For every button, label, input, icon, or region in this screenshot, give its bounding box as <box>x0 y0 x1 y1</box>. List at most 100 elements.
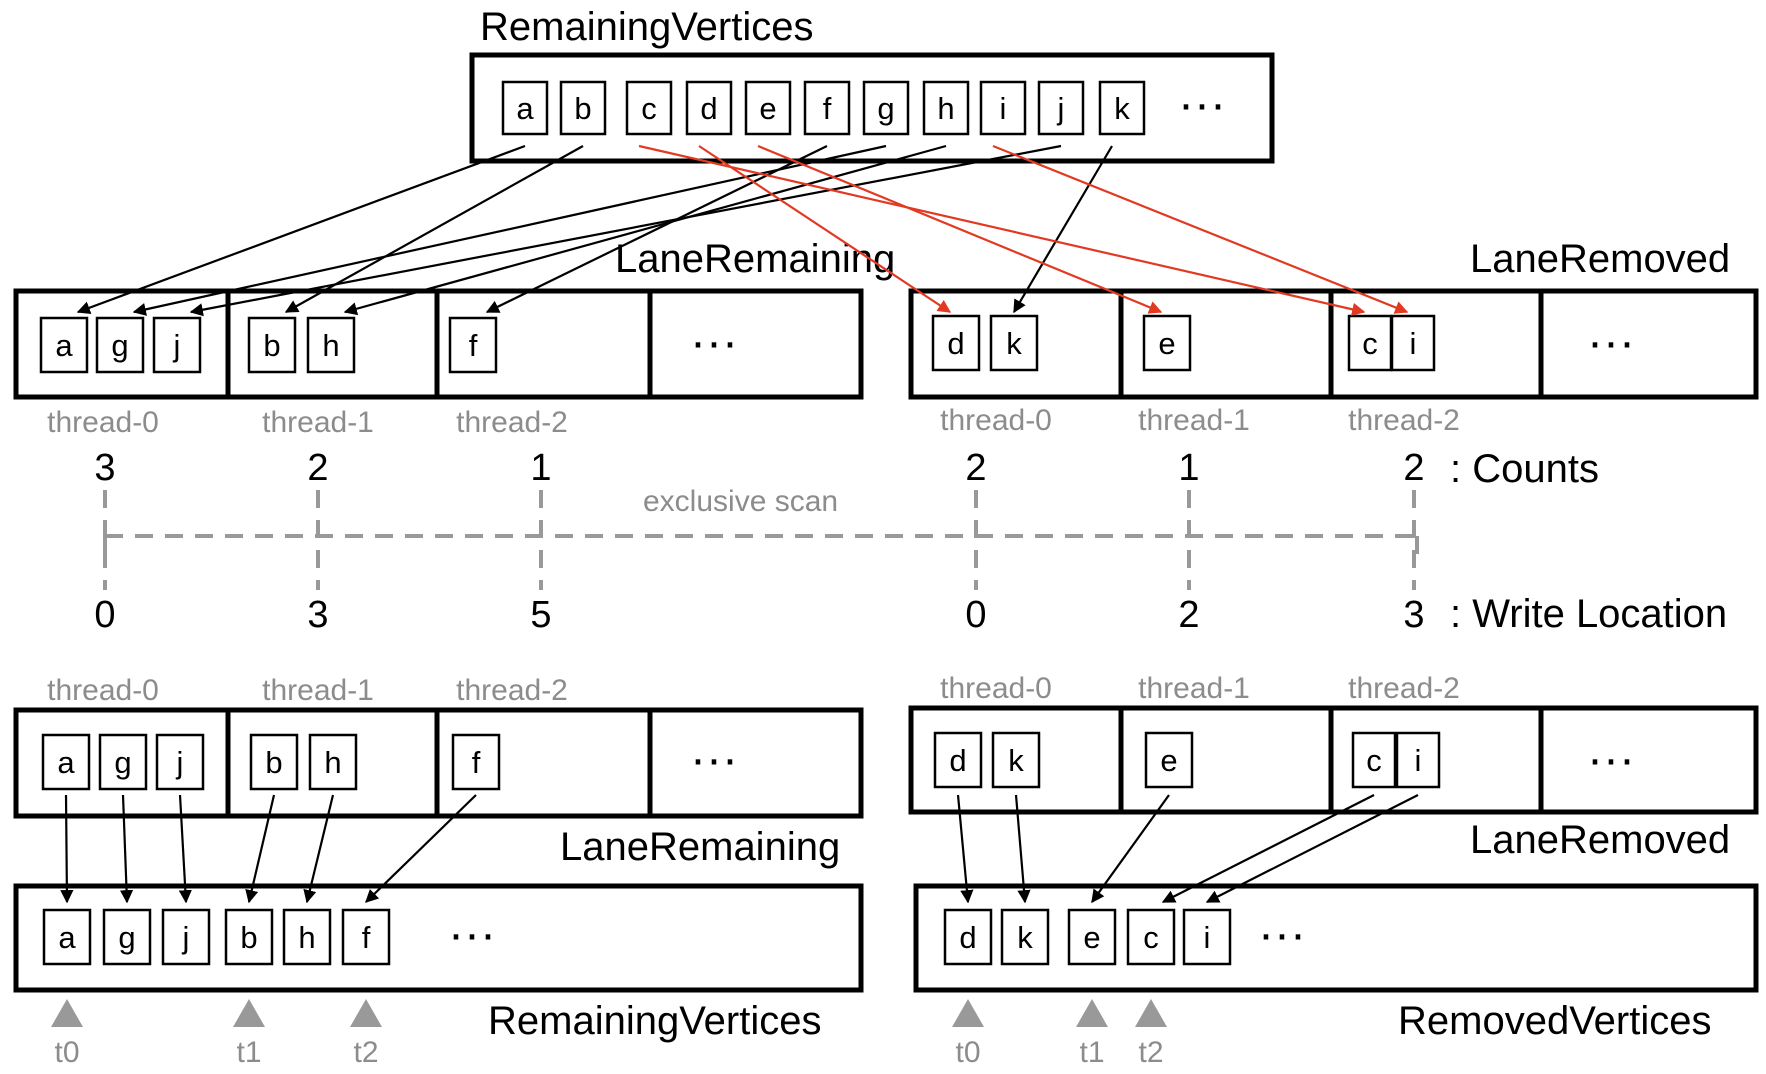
top-vertex-f <box>803 80 851 136</box>
removed-output-cell-e <box>1067 908 1117 966</box>
lane-remaining-bottom-cell-f-text: f <box>472 745 481 780</box>
lane-removed-bottom-cell-e <box>1144 731 1194 789</box>
arrow-top-remaining-a <box>76 144 526 315</box>
arrow-top-remaining-h <box>343 144 947 316</box>
arrow-bottom-remaining-f <box>365 794 477 903</box>
lane-remaining-bottom-thread-2: thread-2 <box>456 674 568 707</box>
container-frames <box>13 52 1759 993</box>
lane-removed-top-thread-1: thread-1 <box>1138 404 1250 437</box>
remaining-output-cell-f-text: f <box>362 920 371 955</box>
lane-remaining-bottom-cell-a <box>41 733 91 791</box>
top-vertex-b <box>559 80 607 136</box>
removed-marker-t2-triangle <box>1135 999 1167 1027</box>
remaining-output-ellipsis: ··· <box>448 908 496 961</box>
removed-output-cell-d <box>943 908 993 966</box>
top-vertex-i <box>979 80 1027 136</box>
removed-output-cell-k <box>1000 908 1050 966</box>
lane-removed-bottom-thread-1: thread-1 <box>1138 672 1250 705</box>
arrow-top-removed-e <box>757 144 1163 314</box>
lane-remaining-bottom-cell-g <box>98 733 148 791</box>
lane-remaining-bottom-cell-h-text: h <box>324 745 341 780</box>
top-vertex-k <box>1098 80 1146 136</box>
lane-remaining-top-thread-0: thread-0 <box>47 406 159 439</box>
remaining-write-location-2: 5 <box>530 594 551 636</box>
top-array-title: RemainingVertices <box>480 5 814 49</box>
top-vertex-i-text: i <box>1000 91 1007 126</box>
top-vertex-j <box>1037 80 1085 136</box>
remaining-write-location-1: 3 <box>307 594 328 636</box>
lane-remaining-top-cell-f-text: f <box>469 328 478 363</box>
remaining-output-cell-a-text: a <box>58 920 76 955</box>
removed-count-1: 1 <box>1178 447 1199 489</box>
remaining-output-cell-j <box>161 908 211 966</box>
removed-output-cell-e-text: e <box>1083 920 1100 955</box>
lane-remaining-top-cell-j <box>152 316 202 374</box>
lane-removed-top-cell-d <box>931 314 981 372</box>
arrow-bottom-removed-c <box>1161 794 1375 903</box>
top-vertex-h <box>922 80 970 136</box>
arrow-top-remaining-b <box>284 145 584 313</box>
lane-removed-top-cell-i <box>1390 314 1436 372</box>
lane-remaining-top-cell-a <box>39 316 89 374</box>
top-vertex-g-text: g <box>877 91 894 126</box>
arrow-top-remaining-f <box>485 145 828 313</box>
top-vertex-d <box>685 80 733 136</box>
remaining-output-cell-h-text: h <box>298 920 315 955</box>
lane-remaining-top-title: LaneRemaining <box>615 237 895 281</box>
arrow-bottom-removed-e <box>1091 794 1170 904</box>
arrow-bottom-removed-k <box>1014 794 1031 904</box>
top-vertex-k-text: k <box>1114 91 1130 126</box>
lane-remaining-bottom-cell-j-text: j <box>176 745 184 780</box>
lane-removed-top-thread-0: thread-0 <box>940 404 1052 437</box>
removed-output-ellipsis: ··· <box>1258 908 1306 961</box>
remaining-write-location-0: 0 <box>94 594 115 636</box>
top-vertex-a-text: a <box>516 91 534 126</box>
lane-remaining-top-cell-h-text: h <box>322 328 339 363</box>
removed-marker-t0-triangle <box>952 999 984 1027</box>
remaining-marker-t2-label: t2 <box>353 1036 378 1069</box>
remaining-marker-t1-triangle <box>233 999 265 1027</box>
lane-remaining-top-thread-1: thread-1 <box>262 406 374 439</box>
removed-output-cell-i-text: i <box>1204 920 1211 955</box>
remaining-marker-t1-label: t1 <box>236 1036 261 1069</box>
remaining-output-cell-b <box>224 908 274 966</box>
lane-removed-top-ellipsis: ··· <box>1587 316 1635 369</box>
top-vertex-e <box>744 80 792 136</box>
remaining-output-cell-j-text: j <box>182 920 190 955</box>
lane-remaining-bottom-cell-a-text: a <box>57 745 75 780</box>
lane-removed-top-cell-k <box>989 314 1039 372</box>
numeric-labels: thread-0 thread-0 thread-1 thread-1 thread-2… <box>47 404 1460 1069</box>
lane-remaining-bottom-cell-g-text: g <box>114 745 131 780</box>
lane-remaining-top-cell-g <box>95 316 145 374</box>
top-vertex-g <box>862 80 910 136</box>
removed-output-frame <box>913 883 1759 993</box>
lane-remaining-bottom-thread-1: thread-1 <box>262 674 374 707</box>
top-array-frame <box>469 52 1275 164</box>
lane-removed-bottom-cell-k <box>991 731 1041 789</box>
remaining-marker-t2-triangle <box>350 999 382 1027</box>
remaining-output-frame <box>13 883 864 993</box>
removed-output-cell-k-text: k <box>1017 920 1033 955</box>
arrow-top-removed-i <box>992 144 1409 314</box>
write-location-label: : Write Location <box>1450 592 1727 636</box>
lane-removed-bottom-cell-d-text: d <box>949 743 966 778</box>
exclusive-scan-label: exclusive scan <box>643 485 838 518</box>
lane-remaining-bottom-cell-b-text: b <box>265 745 282 780</box>
remaining-output-cell-b-text: b <box>240 920 257 955</box>
lane-remaining-top-cell-j-text: j <box>173 328 181 363</box>
remaining-output-cell-f <box>341 908 391 966</box>
remaining-output-cell-h <box>282 908 332 966</box>
remaining-count-2: 1 <box>530 447 551 489</box>
arrow-bottom-removed-d <box>956 794 974 904</box>
lane-remaining-bottom-cell-f <box>451 733 501 791</box>
lane-removed-top-thread-2: thread-2 <box>1348 404 1460 437</box>
lane-removed-bottom-cell-i-text: i <box>1415 743 1422 778</box>
top-vertex-d-text: d <box>700 91 717 126</box>
top-vertex-c-text: c <box>641 91 657 126</box>
remaining-output-cell-a <box>42 908 92 966</box>
lane-removed-top-cell-k-text: k <box>1006 326 1022 361</box>
top-vertex-h-text: h <box>937 91 954 126</box>
mapping-arrows <box>60 144 1419 904</box>
